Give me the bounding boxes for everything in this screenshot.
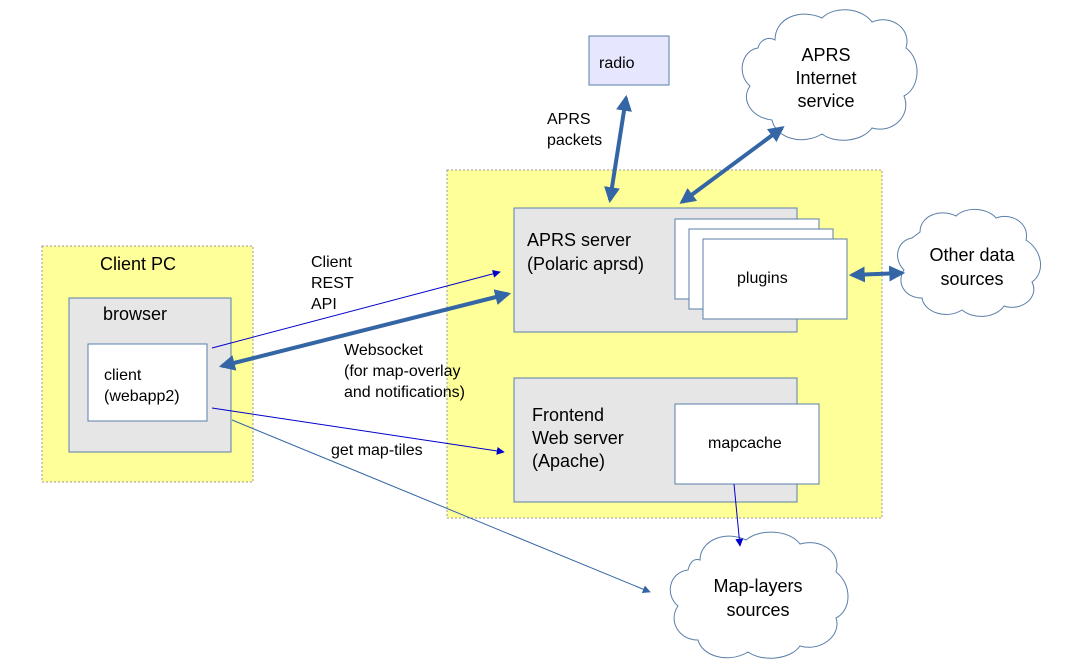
- websocket-line1: Websocket: [344, 342, 423, 359]
- map-layers-line1: Map-layers: [713, 576, 802, 596]
- aprs-internet-line2: Internet: [795, 68, 856, 88]
- other-sources-cloud: [897, 209, 1041, 317]
- aprs-internet-cloud: [741, 9, 918, 141]
- plugins-label: plugins: [737, 270, 788, 287]
- map-layers-cloud: [669, 531, 849, 659]
- client-rest-line3: API: [311, 296, 337, 313]
- aprs-packets-line1: APRS: [547, 111, 591, 128]
- client-pc-title: Client PC: [100, 254, 176, 274]
- client-box: [87, 343, 208, 422]
- websocket-line3: and notifications): [344, 384, 465, 401]
- websocket-arrow: [218, 289, 512, 371]
- map-tiles-layers-arrow: [231, 419, 651, 593]
- client-label-line2: (webapp2): [104, 388, 180, 405]
- radio-box: [588, 35, 670, 86]
- plugins-box-front: [702, 238, 848, 320]
- aprs-server-line1: APRS server: [527, 230, 631, 250]
- radio-aprs-server-arrow: [604, 94, 632, 204]
- aprs-server-line2: (Polaric aprsd): [527, 254, 644, 274]
- other-sources-line1: Other data: [929, 245, 1015, 265]
- aprs-internet-line1: APRS: [801, 45, 850, 65]
- frontend-line2: Web server: [532, 428, 624, 448]
- other-sources-line2: sources: [940, 269, 1003, 289]
- aprs-internet-line3: service: [797, 91, 854, 111]
- rest-api-arrow: [211, 269, 501, 349]
- browser-title: browser: [103, 304, 167, 324]
- map-tiles-label: get map-tiles: [331, 442, 423, 459]
- frontend-line3: (Apache): [532, 451, 605, 471]
- radio-label: radio: [599, 55, 635, 72]
- mapcache-label: mapcache: [708, 435, 782, 452]
- client-label-line1: client: [104, 367, 142, 384]
- client-rest-line2: REST: [311, 275, 354, 292]
- frontend-line1: Frontend: [532, 405, 604, 425]
- map-tiles-frontend-arrow: [211, 407, 505, 455]
- aprs-packets-line2: packets: [547, 132, 602, 149]
- mapcache-layers-arrow: [733, 483, 744, 547]
- map-layers-line2: sources: [726, 600, 789, 620]
- mapcache-box: [674, 403, 820, 485]
- plugins-other-sources-arrow: [848, 265, 906, 283]
- client-rest-line1: Client: [311, 254, 352, 271]
- internet-aprs-server-arrow: [679, 126, 785, 204]
- websocket-line2: (for map-overlay: [344, 363, 460, 380]
